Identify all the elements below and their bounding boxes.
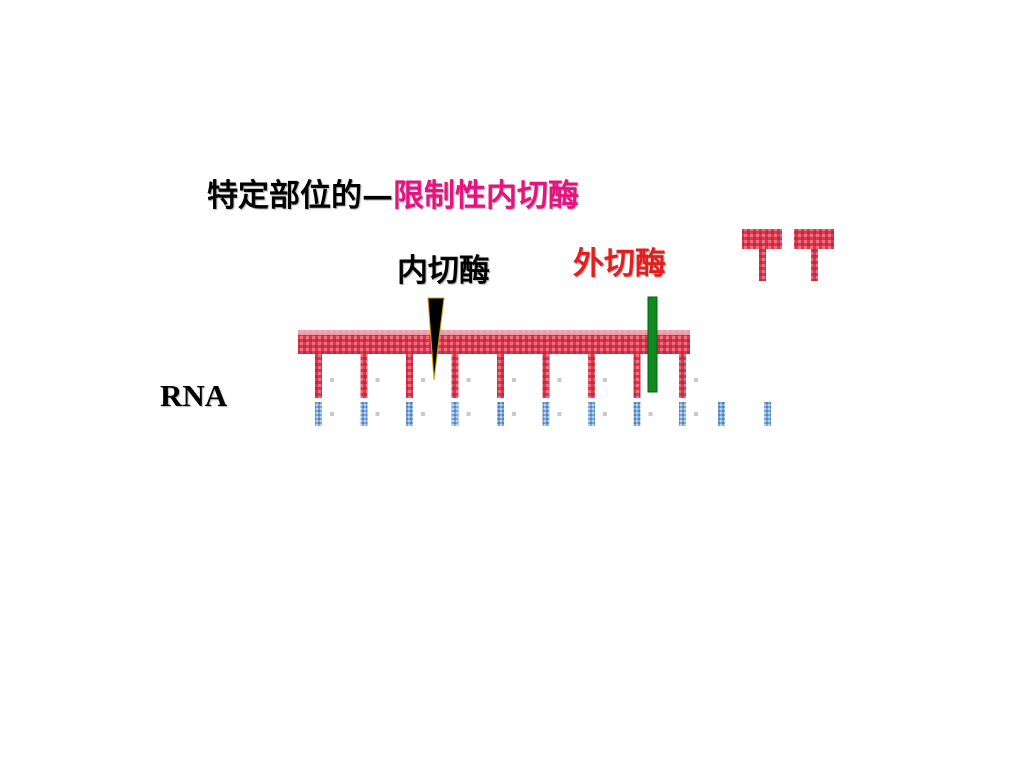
released-stem — [811, 249, 818, 281]
nucleotide-dot — [694, 378, 698, 382]
free-base-group — [718, 402, 771, 426]
nucleotide-stem — [588, 354, 595, 398]
released-nucleotide — [742, 229, 782, 281]
rna-strand — [298, 330, 690, 354]
nucleotide-dot — [375, 412, 380, 416]
nucleotide — [451, 354, 471, 426]
released-backbone — [794, 229, 834, 249]
nucleotide-dot — [466, 412, 471, 416]
nucleotide-dot — [694, 412, 698, 416]
nucleotide-base — [542, 402, 550, 426]
nucleotide-stem — [451, 354, 459, 398]
endonuclease-label: 内切酶 — [397, 253, 490, 289]
nucleotide-dot — [512, 412, 516, 416]
released-nucleotide — [794, 229, 834, 281]
rna-backbone-highlight — [298, 330, 690, 335]
nucleotide — [588, 354, 607, 426]
nucleotide — [360, 354, 380, 426]
exonuclease-bar-icon — [647, 296, 658, 393]
nucleotide — [315, 354, 334, 426]
nucleotide-dot — [330, 412, 334, 416]
nucleotide-dot — [330, 378, 334, 382]
nucleotide-group — [315, 354, 698, 426]
endonuclease-wedge-icon — [427, 297, 445, 381]
nucleotide-base — [315, 402, 322, 426]
nucleotide — [406, 354, 425, 426]
nucleotide — [497, 354, 516, 426]
nucleotide-stem — [679, 354, 686, 398]
slide-title: 特定部位的—限制性内切酶 — [207, 170, 579, 215]
nucleotide-base — [497, 402, 504, 426]
nucleotide-stem — [497, 354, 504, 398]
nucleotide-base — [406, 402, 413, 426]
nucleotide-base — [360, 402, 368, 426]
nucleotide-dot — [421, 378, 425, 382]
nucleotide-base — [588, 402, 595, 426]
nucleotide-dot — [375, 378, 380, 382]
title-highlight: 限制性内切酶 — [393, 178, 579, 214]
title-prefix: 特定部位的— — [207, 178, 393, 214]
nucleotide-dot — [603, 378, 607, 382]
nucleotide-base — [633, 402, 641, 426]
rna-label: RNA — [160, 378, 228, 413]
nucleotide-dot — [557, 378, 562, 382]
exonuclease-label: 外切酶 — [573, 246, 666, 282]
free-base — [764, 402, 771, 426]
nucleotide-stem — [315, 354, 322, 398]
nucleotide-base — [451, 402, 459, 426]
nucleotide-dot — [648, 412, 653, 416]
free-base — [718, 402, 725, 426]
nucleotide — [679, 354, 698, 426]
nucleotide-dot — [421, 412, 425, 416]
nucleotide-stem — [360, 354, 368, 398]
nucleotide-base — [679, 402, 686, 426]
nucleotide-dot — [466, 378, 471, 382]
nucleotide-dot — [557, 412, 562, 416]
nucleotide-stem — [633, 354, 641, 398]
released-backbone — [742, 229, 782, 249]
released-stem — [759, 249, 766, 281]
nucleotide-stem — [406, 354, 413, 398]
nucleotide-dot — [512, 378, 516, 382]
released-nucleotide-group — [742, 229, 834, 281]
nucleotide — [542, 354, 562, 426]
nucleotide-stem — [542, 354, 550, 398]
nucleotide-dot — [603, 412, 607, 416]
